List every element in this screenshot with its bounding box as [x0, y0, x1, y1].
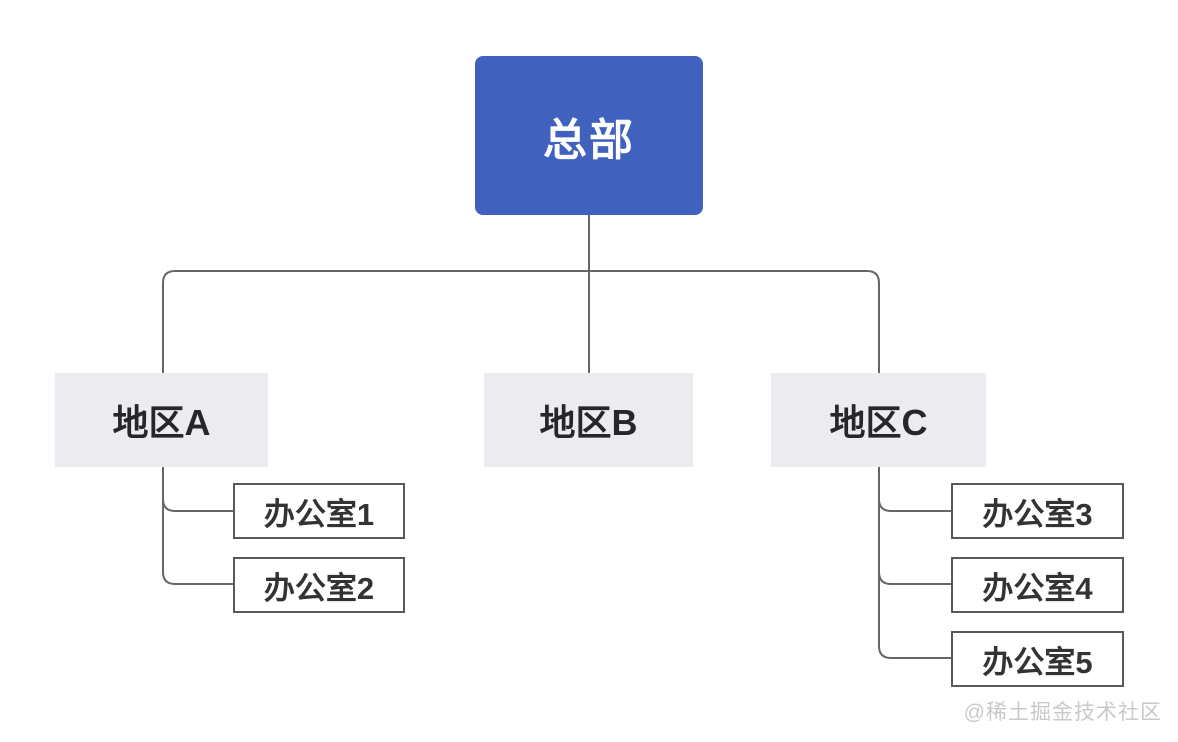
node-office-4: 办公室4	[951, 557, 1124, 613]
node-region-c: 地区C	[771, 373, 986, 467]
node-office-4-label: 办公室4	[982, 570, 1093, 606]
node-office-1-label: 办公室1	[263, 496, 375, 532]
node-region-a: 地区A	[55, 373, 268, 467]
connector-root-branch	[162, 270, 880, 373]
watermark: @稀土掘金技术社区	[963, 701, 1162, 724]
node-office-3-label: 办公室3	[982, 496, 1093, 532]
connector-region-c-office-5	[878, 467, 951, 659]
node-office-1: 办公室1	[233, 483, 405, 539]
node-office-5: 办公室5	[951, 631, 1124, 687]
node-headquarters-label: 总部	[543, 115, 635, 165]
node-office-5-label: 办公室5	[982, 644, 1093, 680]
node-office-2: 办公室2	[233, 557, 405, 613]
node-region-a-label: 地区A	[112, 402, 211, 443]
connector-region-a-office-2	[162, 467, 233, 585]
connector-region-a-office-1	[162, 467, 233, 512]
node-region-b: 地区B	[484, 373, 693, 467]
connector-region-c-office-3	[878, 467, 951, 512]
node-headquarters: 总部	[475, 56, 703, 215]
node-region-b-label: 地区B	[539, 402, 638, 443]
node-office-2-label: 办公室2	[263, 570, 375, 606]
node-region-c-label: 地区C	[829, 402, 928, 443]
node-office-3: 办公室3	[951, 483, 1124, 539]
connector-region-c-office-4	[878, 467, 951, 585]
